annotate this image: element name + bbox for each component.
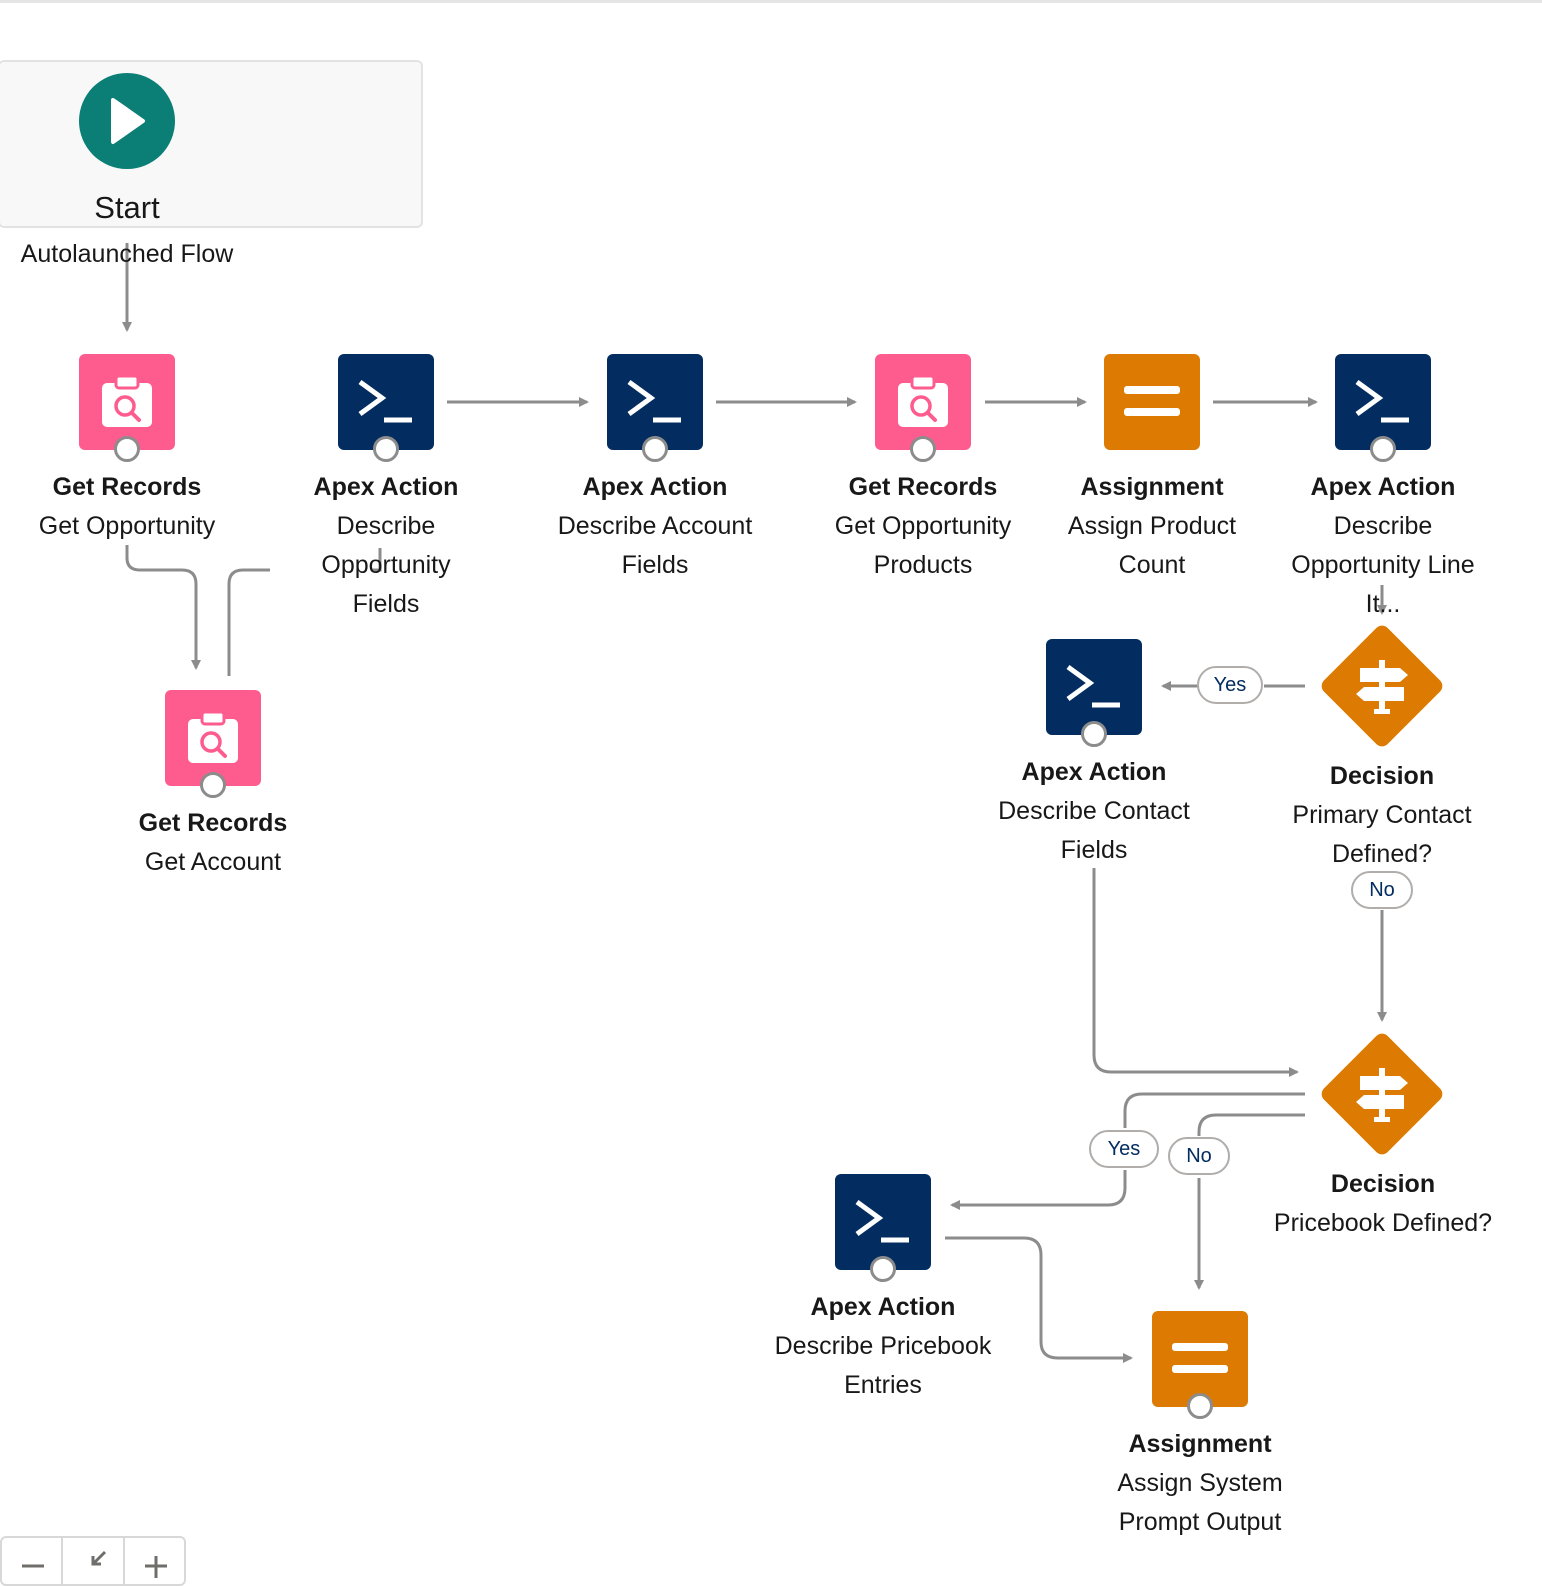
node-type-label: Assignment [1128,1430,1272,1458]
node-name-label: Describe Opportunity Fields [321,512,451,618]
add-element-connector[interactable] [1081,721,1107,747]
terminal-prompt-icon [627,379,681,423]
path-no-pill[interactable]: No [1168,1137,1230,1175]
node-name-label: Describe Contact Fields [998,797,1190,864]
node-name-label: Describe Account Fields [557,512,753,579]
node-type-label: Assignment [1080,473,1224,501]
label-assign-system-prompt-output: Assignment Assign System Prompt Output [1085,1425,1315,1542]
start-card[interactable]: Start Autolaunched Flow [0,60,423,268]
node-type-label: Apex Action [810,1293,956,1321]
terminal-prompt-icon [1066,664,1120,708]
node-type-label: Get Records [52,473,202,501]
node-type-label: Get Records [138,809,288,837]
node-name-label: Assign System Prompt Output [1117,1469,1283,1536]
start-element[interactable] [79,73,175,169]
node-assign-system-prompt-output[interactable] [1152,1311,1248,1407]
node-name-label: Get Opportunity Products [834,512,1012,579]
collapse-arrow-icon [91,1550,107,1566]
add-element-connector[interactable] [373,436,399,462]
fit-view-button[interactable] [63,1538,125,1584]
add-element-connector[interactable] [200,772,226,798]
start-subtitle: Autolaunched Flow [20,240,234,268]
node-name-label: Get Opportunity [38,512,216,540]
node-get-account[interactable] [165,690,261,786]
label-decision-pricebook: Decision Pricebook Defined? [1252,1165,1514,1243]
node-name-label: Pricebook Defined? [1273,1209,1493,1237]
equals-icon [1172,1343,1228,1373]
add-element-connector[interactable] [1370,436,1396,462]
node-type-label: Decision [1329,762,1435,790]
node-name-label: Assign Product Count [1067,512,1237,579]
label-decision-primary-contact: Decision Primary Contact Defined? [1267,757,1497,874]
start-title: Start [94,190,160,225]
plus-icon [144,1556,167,1578]
equals-icon [1124,386,1180,416]
add-element-connector[interactable] [870,1256,896,1282]
node-type-label: Get Records [848,473,998,501]
node-get-opportunity-products[interactable] [875,354,971,450]
node-type-label: Apex Action [313,473,459,501]
add-element-connector[interactable] [642,436,668,462]
clipboard-search-icon [188,710,238,763]
connector-get-opportunity-to-get-account [125,545,201,670]
minus-icon [22,1564,44,1568]
node-type-label: Decision [1330,1170,1436,1198]
zoom-controls [0,1536,186,1586]
node-describe-opportunity-line-items[interactable] [1335,354,1431,450]
label-get-opportunity-products: Get Records Get Opportunity Products [803,468,1043,585]
label-describe-account-fields: Apex Action Describe Account Fields [525,468,785,585]
node-get-opportunity[interactable] [79,354,175,450]
add-element-connector[interactable] [114,436,140,462]
label-assign-product-count: Assignment Assign Product Count [1047,468,1257,585]
node-name-label: Describe Pricebook Entries [774,1332,992,1399]
node-type-label: Apex Action [1310,473,1456,501]
zoom-out-button[interactable] [2,1538,64,1584]
connector-pricebook-yes-to-describe-pricebook [1123,1092,1305,1128]
clipboard-search-icon [898,374,948,427]
node-decision-primary-contact[interactable] [1318,622,1446,750]
path-yes-pill[interactable]: Yes [1089,1130,1159,1168]
clipboard-search-icon [102,374,152,427]
node-name-label: Get Account [144,848,282,876]
node-describe-contact-fields[interactable] [1046,639,1142,735]
add-element-connector[interactable] [1187,1393,1213,1419]
canvas-top-border [0,0,1542,3]
terminal-prompt-icon [855,1199,909,1243]
label-get-opportunity: Get Records Get Opportunity [0,468,254,546]
terminal-prompt-icon [1355,379,1409,423]
node-assign-product-count[interactable] [1104,354,1200,450]
node-describe-opportunity-fields[interactable] [338,354,434,450]
node-describe-account-fields[interactable] [607,354,703,450]
add-element-connector[interactable] [910,436,936,462]
node-decision-pricebook[interactable] [1318,1030,1446,1158]
label-describe-contact-fields: Apex Action Describe Contact Fields [977,753,1211,870]
connector-pricebook-no-to-assign-output [1197,1113,1305,1136]
play-icon [111,98,145,144]
label-get-account: Get Records Get Account [103,804,323,882]
node-type-label: Apex Action [582,473,728,501]
label-describe-opportunity-fields: Apex Action Describe Opportunity Fields [256,468,516,624]
zoom-in-button[interactable] [125,1538,184,1584]
node-name-label: Primary Contact Defined? [1292,801,1472,868]
node-describe-pricebook-entries[interactable] [835,1174,931,1270]
path-yes-pill[interactable]: Yes [1197,666,1263,704]
connector-contact-to-pricebook [1092,868,1299,1077]
path-no-pill[interactable]: No [1351,871,1413,909]
node-type-label: Apex Action [1021,758,1167,786]
terminal-prompt-icon [358,379,412,423]
label-describe-pricebook-entries: Apex Action Describe Pricebook Entries [758,1288,1008,1405]
label-describe-opportunity-line-items: Apex Action Describe Opportunity Line It… [1252,468,1514,624]
node-name-label: Describe Opportunity Line It... [1291,512,1475,618]
